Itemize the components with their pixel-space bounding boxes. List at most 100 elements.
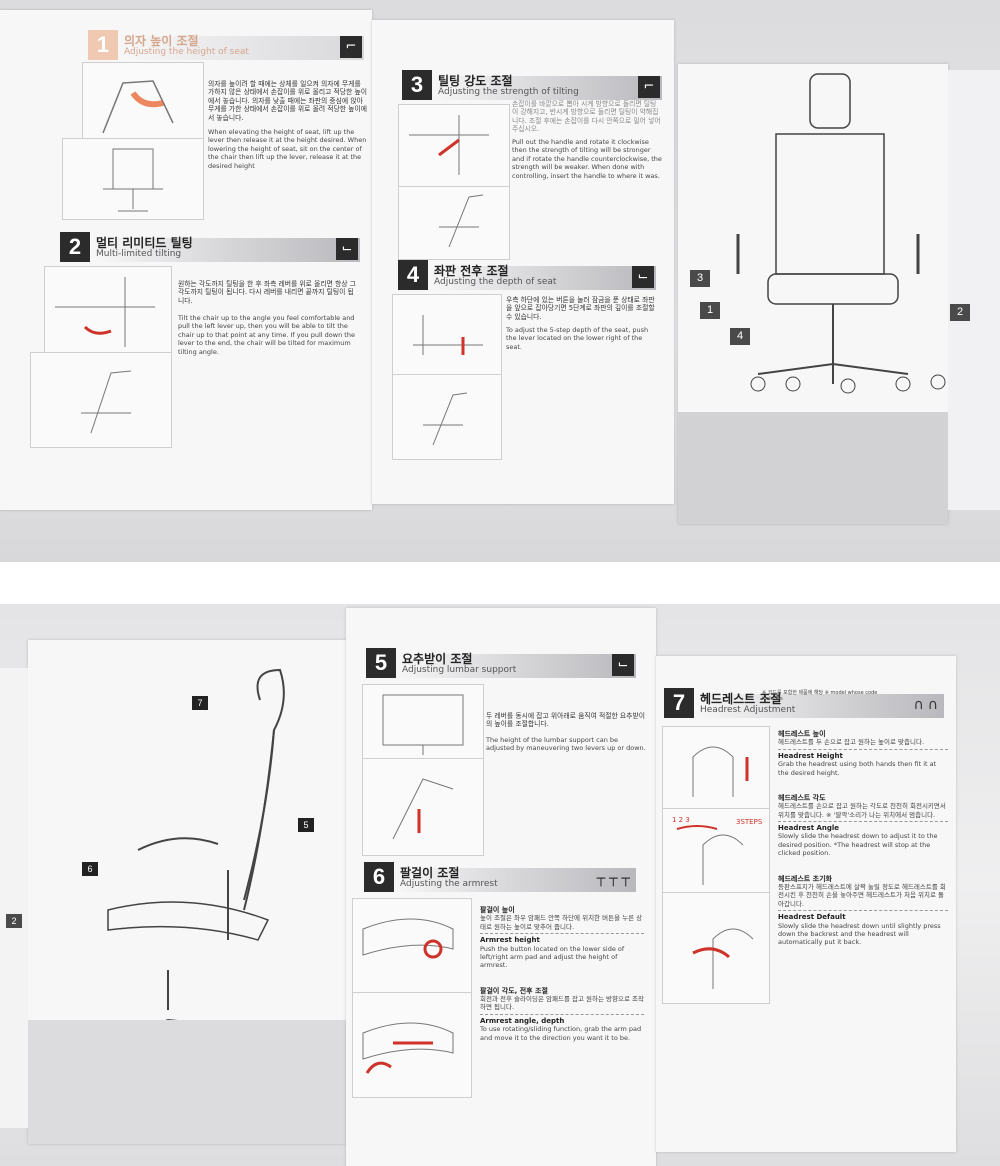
- headrest-angle-text-kr: 헤드레스트를 손으로 잡고 원하는 각도로 천천히 회전시키면서 위치를 맞춥니…: [778, 802, 946, 819]
- section-7-number: 7: [664, 688, 694, 718]
- callout-4: 4: [730, 328, 750, 345]
- section-3-number: 3: [402, 70, 432, 100]
- photo-separator: [0, 562, 1000, 604]
- panel-left: 1 의자 높이 조절 Adjusting the height of seat …: [0, 10, 372, 510]
- section-4-subtitle: Adjusting the depth of seat: [434, 277, 557, 287]
- armrest-height-title-en: Armrest height: [480, 936, 540, 945]
- section-3-header: 3 틸팅 강도 조절 Adjusting the strength of til…: [402, 70, 662, 100]
- section-7-illustration-angle: [662, 808, 770, 894]
- section-7-header: 7 헤드레스트 조절 Headrest Adjustment ∩∩: [664, 688, 944, 718]
- section-4-number: 4: [398, 260, 428, 290]
- section-7-note: ※ 코드를 포함한 제품에 해당 ※ model whose code incl…: [762, 690, 878, 702]
- headrest-height-title-kr: 헤드레스트 높이: [778, 730, 826, 738]
- section-2-text-kr: 원하는 각도까지 틸팅을 한 후 좌측 레버를 위로 올리면 항상 그 각도까지…: [178, 280, 356, 305]
- section-4-illustration-a: [392, 294, 502, 376]
- section-3-illustration-b: [398, 186, 510, 260]
- panel-right: [678, 64, 948, 524]
- armrest-height-title-kr: 팔걸이 높이: [480, 906, 515, 914]
- section-5-header: 5 요추받이 조절 Adjusting lumbar support ⌙: [366, 648, 636, 678]
- section-7-title: 헤드레스트 조절: [700, 692, 782, 706]
- section-1-text-kr: 의자를 높이려 할 때에는 상체를 일으켜 의자에 무게를 가하지 않은 상태에…: [208, 80, 367, 122]
- section-2-header: 2 멀티 리미티드 틸팅 Multi-limited tilting ⌙: [60, 232, 360, 262]
- callout-3: 3: [690, 270, 710, 287]
- armrest-angle-text-en: To use rotating/sliding function, grab t…: [480, 1025, 642, 1042]
- armrest-angle-title-en: Armrest angle, depth: [480, 1016, 565, 1025]
- section-6-subtitle: Adjusting the armrest: [400, 879, 498, 889]
- headrest-angle-title-kr: 헤드레스트 각도: [778, 793, 826, 802]
- section-5-text-en: The height of the lumbar support can be …: [486, 736, 646, 753]
- section-1-number: 1: [88, 30, 118, 60]
- section-2-text-en: Tilt the chair up to the angle you feel …: [178, 314, 355, 356]
- section-3-text-kr: 손잡이를 바깥으로 뽑아 시계 방향으로 돌리면 틸팅이 강해지고, 반시계 방…: [512, 100, 661, 134]
- section-1-header: 1 의자 높이 조절 Adjusting the height of seat …: [88, 30, 364, 60]
- armrest-height-text-kr: 높이 조절은 좌우 암패드 안쪽 하단에 위치한 버튼을 누른 상태로 원하는 …: [480, 914, 643, 931]
- photo-bottom-manual-spread: 7 6 5 2 5 요추받이 조절 Adjusting lumbar suppo…: [0, 604, 1000, 1166]
- section-4-illustration-b: [392, 374, 502, 460]
- section-6-illustration-a: [352, 898, 472, 994]
- section-6-text-block: 팔걸이 높이 높이 조절은 좌우 암패드 안쪽 하단에 위치한 버튼을 누른 상…: [480, 906, 644, 1042]
- section-2-illustration-a: [44, 266, 172, 354]
- section-1-title: 의자 높이 조절: [124, 34, 199, 48]
- section-1-illustration-b: [62, 138, 204, 220]
- callout-2: 2: [950, 304, 970, 321]
- armrest-angle-text-kr: 회전과 전후 슬라이딩은 암패드를 잡고 원하는 방향으로 조작하면 됩니다.: [480, 995, 644, 1012]
- section-4-text-kr: 우측 하단에 있는 버튼을 눌러 잠금을 푼 상태로 좌판을 앞으로 잡아당기면…: [506, 296, 655, 321]
- headrest-default-text-en: Slowly slide the headrest down until sli…: [778, 921, 941, 947]
- callout-2-edge: 2: [6, 914, 22, 928]
- section-6-number: 6: [364, 862, 394, 892]
- section-4-title: 좌판 전후 조절: [434, 264, 509, 278]
- section-7-illustration-height: [662, 726, 770, 810]
- section-6-header: 6 팔걸이 조절 Adjusting the armrest ┬┬┬: [364, 862, 636, 892]
- lever-icon: ⌐: [340, 36, 362, 58]
- section-4-header: 4 좌판 전후 조절 Adjusting the depth of seat ⌙: [398, 260, 656, 290]
- section-6-title: 팔걸이 조절: [400, 866, 460, 880]
- section-5-illustration-a: [362, 684, 484, 760]
- armrest-height-text-en: Push the button located on the lower sid…: [480, 944, 625, 970]
- section-2-number: 2: [60, 232, 90, 262]
- section-1-subtitle: Adjusting the height of seat: [124, 47, 249, 57]
- headrest-angle-text-en: Slowly slide the headrest down to adjust…: [778, 832, 938, 858]
- section-2-title: 멀티 리미티드 틸팅: [96, 236, 193, 250]
- headrest-default-title-kr: 헤드레스트 초기화: [778, 874, 832, 883]
- callout-5: 5: [298, 818, 314, 832]
- photo-top-manual-spread: 1 의자 높이 조절 Adjusting the height of seat …: [0, 0, 1000, 562]
- section-3-illustration-a: [398, 104, 510, 188]
- section-4-text-en: To adjust the 5-step depth of the seat, …: [506, 326, 649, 351]
- headrest-height-title-en: Headrest Height: [778, 751, 843, 760]
- callout-6: 6: [82, 862, 98, 876]
- panel-right-headrest: 7 헤드레스트 조절 Headrest Adjustment ∩∩ ※ 코드를 …: [656, 656, 956, 1152]
- headrest-default-text-kr: 등판스프지가 헤드레스트에 살짝 눌릴 정도로 헤드레스트를 회전시킨 후 천천…: [778, 882, 946, 908]
- section-3-title: 틸팅 강도 조절: [438, 74, 513, 88]
- section-5-number: 5: [366, 648, 396, 678]
- section-5-subtitle: Adjusting lumbar support: [402, 665, 517, 675]
- panel-middle: 3 틸팅 강도 조절 Adjusting the strength of til…: [372, 20, 674, 504]
- section-2-subtitle: Multi-limited tilting: [96, 249, 182, 259]
- panel-left-chair-side: [28, 640, 346, 1144]
- callout-1: 1: [700, 302, 720, 319]
- callout-7: 7: [192, 696, 208, 710]
- section-2-illustration-b: [30, 352, 172, 448]
- headrest-angle-title-en: Headrest Angle: [778, 824, 840, 833]
- headrest-height-text-en: Grab the headrest using both hands then …: [778, 760, 937, 777]
- section-3-text-en: Pull out the handle and rotate it clockw…: [512, 138, 662, 180]
- headrest-default-title-en: Headrest Default: [778, 913, 846, 922]
- panel-middle-lumbar-armrest: 5 요추받이 조절 Adjusting lumbar support ⌙ 두 레…: [346, 608, 656, 1166]
- section-6-illustration-b: [352, 992, 472, 1098]
- lumbar-icon: ⌙: [612, 654, 634, 676]
- section-7-illustration-default: [662, 892, 770, 1004]
- section-5-illustration-b: [362, 758, 484, 856]
- tilt-icon: ⌙: [336, 238, 358, 260]
- section-3-subtitle: Adjusting the strength of tilting: [438, 87, 579, 97]
- armrest-icons: ┬┬┬: [596, 871, 634, 887]
- section-1-illustration-a: [82, 62, 204, 140]
- section-5-title: 요추받이 조절: [402, 652, 473, 666]
- armrest-angle-title-kr: 팔걸이 각도, 전후 조절: [480, 986, 548, 995]
- section-7-text-block: 헤드레스트 높이 헤드레스트를 두 손으로 잡고 원하는 높이로 맞춥니다. H…: [778, 730, 948, 947]
- headrest-height-text-kr: 헤드레스트를 두 손으로 잡고 원하는 높이로 맞춥니다.: [778, 738, 925, 747]
- tension-icon: ⌐: [638, 76, 660, 98]
- depth-icon: ⌙: [632, 266, 654, 288]
- chair-front-illustration: [736, 73, 946, 394]
- steps-label: 3STEPS: [736, 818, 763, 826]
- section-7-subtitle: Headrest Adjustment: [700, 705, 796, 715]
- section-1-text-en: When elevating the height of seat, lift …: [208, 128, 367, 170]
